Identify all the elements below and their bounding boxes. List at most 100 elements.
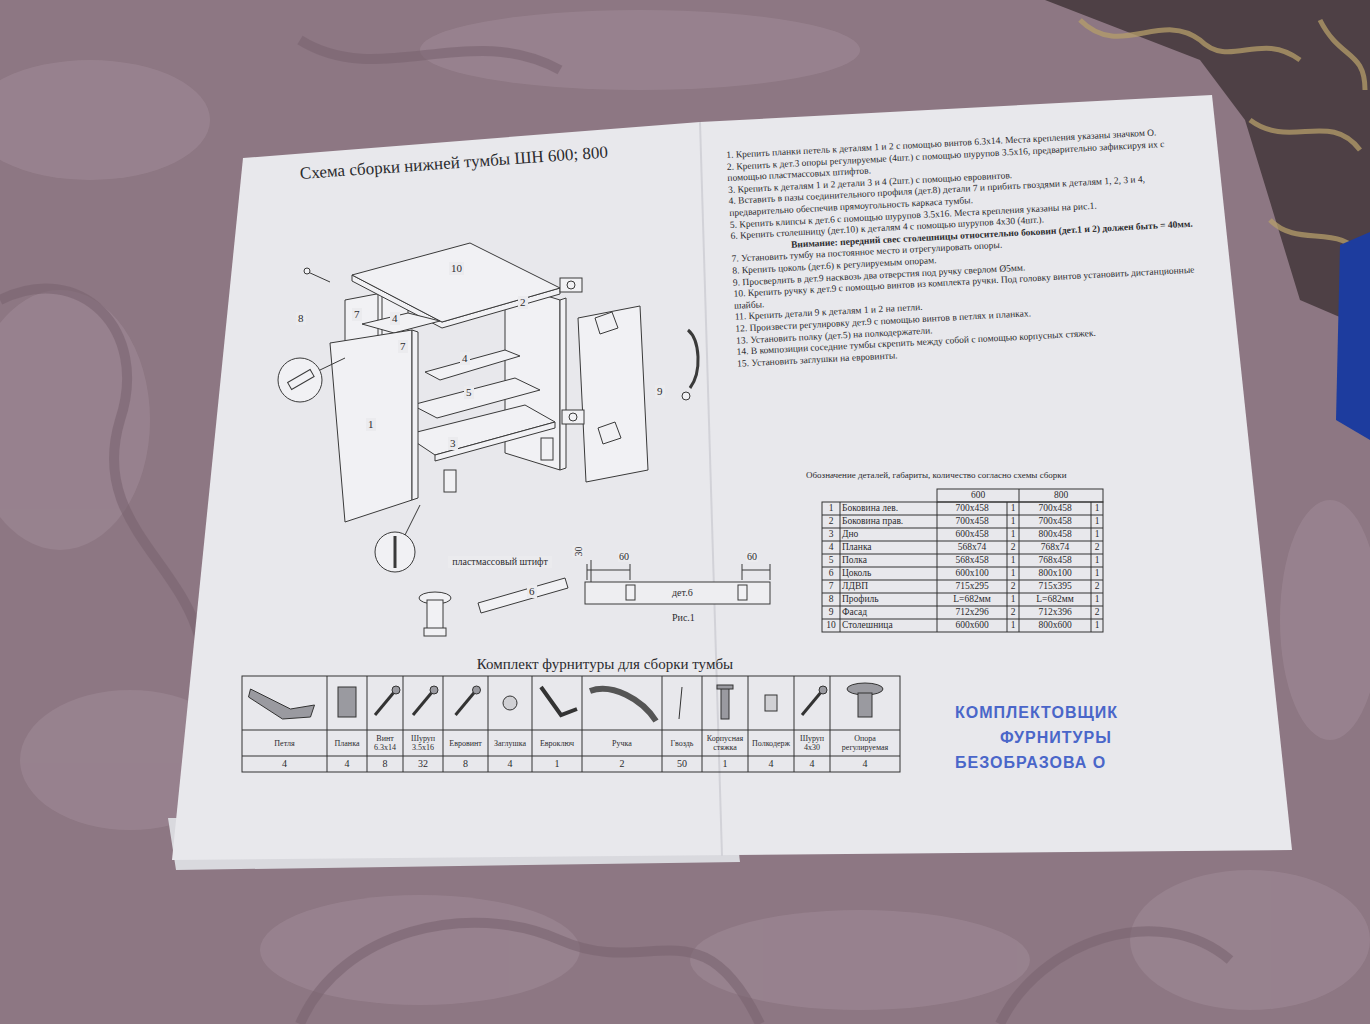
table-rule	[532, 676, 533, 772]
table-border	[242, 676, 900, 772]
table-cell: 10	[822, 619, 840, 632]
callout-number: 2	[518, 296, 528, 309]
screw-icon	[375, 691, 395, 715]
table-rule	[242, 730, 900, 731]
table-cell: 1	[1007, 619, 1019, 632]
table-cell: Столешница	[840, 619, 937, 632]
hinge-icon	[249, 689, 315, 719]
hardware-name: Винт 6.3х14	[368, 731, 402, 755]
hardware-name: Корпусная стяжка	[703, 731, 747, 755]
hardware-quantity: 4	[831, 757, 899, 771]
hardware-quantity: 1	[703, 757, 747, 771]
hardware-name: Полкодерж	[749, 731, 793, 755]
callout-number: 4	[460, 352, 470, 365]
callout-number: 10	[449, 262, 464, 275]
hardware-quantity: 8	[444, 757, 487, 771]
hardware-quantity: 4	[749, 757, 793, 771]
table-cell: 9	[822, 606, 840, 619]
screw-icon	[392, 686, 400, 694]
table-cell: 712х396	[1019, 606, 1091, 619]
table-cell: 568х458	[937, 554, 1007, 567]
callout-number: 7	[352, 308, 362, 321]
cabinet-illustration	[278, 243, 770, 636]
dimension-label: 30	[573, 546, 584, 558]
table-rule	[822, 606, 1103, 607]
figure-caption: Рис.1	[672, 612, 695, 623]
hardware-quantity: 1	[533, 757, 581, 771]
screw-icon	[802, 691, 822, 715]
hardware-name: Опора регулируемая	[831, 731, 899, 755]
table-title: Обозначение деталей, габариты, количеств…	[806, 470, 1136, 480]
table-rule	[822, 567, 1103, 568]
callout-number: 8	[296, 312, 306, 325]
hardware-name: Евровинт	[444, 731, 487, 755]
screw-icon	[473, 686, 481, 694]
callout-number: 4	[390, 312, 400, 325]
table-cell: 568х74	[937, 541, 1007, 554]
callout-number: 7	[398, 340, 408, 353]
hardware-name: Ручка	[583, 731, 661, 755]
table-rule	[443, 676, 444, 772]
table-cell: 1	[1091, 528, 1103, 541]
stamp-text: КОМПЛЕКТОВЩИК	[955, 704, 1118, 722]
table-rule	[822, 619, 1103, 620]
table-cell: Фасад	[840, 606, 937, 619]
table-cell: 1	[1007, 593, 1019, 606]
hardware-name: Гвоздь	[663, 731, 701, 755]
table-cell: 768х458	[1019, 554, 1091, 567]
table-cell: 8	[822, 593, 840, 606]
table-header-box	[937, 489, 1103, 502]
table-cell: 2	[1091, 580, 1103, 593]
table-cell: Боковина лев.	[840, 502, 937, 515]
hardware-quantity: 4	[795, 757, 829, 771]
dimension-label: 60	[618, 551, 630, 562]
table-cell: 1	[1007, 554, 1019, 567]
table-rule	[662, 676, 663, 772]
shelf-pin-icon	[765, 695, 777, 711]
table-cell: 712х296	[937, 606, 1007, 619]
table-rule	[582, 676, 583, 772]
table-cell: 768х74	[1019, 541, 1091, 554]
table-cell: Дно	[840, 528, 937, 541]
table-cell: 700х458	[1019, 502, 1091, 515]
screw-icon	[430, 686, 438, 694]
table-cell: 2	[1007, 580, 1019, 593]
table-cell: 1	[1091, 554, 1103, 567]
table-cell: 6	[822, 567, 840, 580]
table-cell: 800х458	[1019, 528, 1091, 541]
table-cell: 2	[1091, 606, 1103, 619]
blue-object	[1336, 232, 1370, 440]
handle-icon	[590, 689, 656, 721]
blanket-pattern	[0, 10, 1370, 1010]
hardware-quantity: 4	[489, 757, 531, 771]
callout-number: 9	[655, 385, 665, 398]
table-rule	[822, 593, 1103, 594]
table-cell: 1	[1091, 567, 1103, 580]
instructions-block: 1. Крепить планки петель к деталям 1 и 2…	[726, 125, 1209, 370]
hardware-name: Петля	[243, 731, 326, 755]
sheet-title: Схема сборки нижней тумбы ШН 600; 800	[299, 143, 608, 184]
table-rule	[748, 676, 749, 772]
table-header: 600	[937, 489, 1019, 502]
hardware-name: Шуруп 4х30	[795, 731, 829, 755]
hardware-quantity: 32	[404, 757, 442, 771]
table-cell: L=682мм	[937, 593, 1007, 606]
callout-number: 1	[366, 418, 376, 431]
table-rule	[403, 676, 404, 772]
table-cell: 2	[1007, 606, 1019, 619]
callout-number: 3	[448, 437, 458, 450]
table-cell: 600х600	[937, 619, 1007, 632]
table-cell: 1	[1091, 515, 1103, 528]
table-rule	[794, 676, 795, 772]
table-cell: Боковина прав.	[840, 515, 937, 528]
table-rule	[367, 676, 368, 772]
table-rule	[488, 676, 489, 772]
table-cell: 715х295	[937, 580, 1007, 593]
table-rule	[830, 676, 831, 772]
table-cell: Планка	[840, 541, 937, 554]
table-cell: Цоколь	[840, 567, 937, 580]
table-cell: 1	[1007, 567, 1019, 580]
table-cell: 1	[1091, 502, 1103, 515]
screw-icon	[819, 686, 827, 694]
